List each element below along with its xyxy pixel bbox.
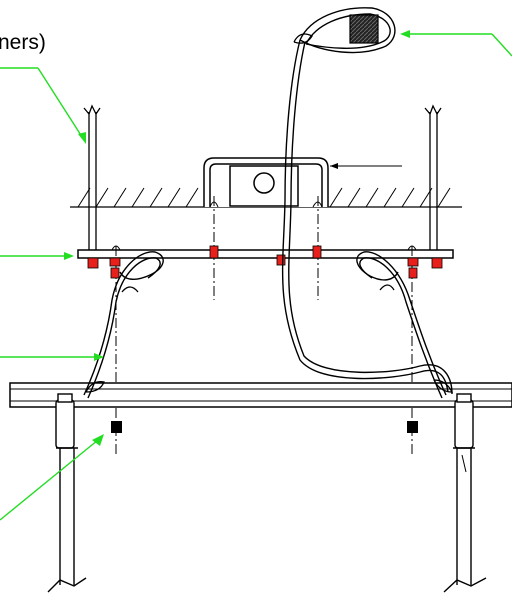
center-lines [115,196,413,455]
ceiling-anchor-bracket [203,157,329,207]
right-safety-cable [356,251,454,399]
left-support-post [47,393,87,593]
left-threaded-rod [83,104,101,256]
leader-lines [0,30,512,521]
right-threaded-rod [424,104,442,256]
left-safety-cable [83,251,164,399]
horizontal-channel-plate [77,249,454,259]
top-bolts [111,201,417,251]
right-support-post [443,393,487,593]
right-weight-block [407,421,418,433]
bracket-arrow-head [330,163,338,169]
tag-plate [349,14,379,44]
left-weight-block [111,421,122,433]
red-nuts [87,245,443,279]
lower-beam [9,382,512,408]
center-safety-cable [281,7,453,395]
label-top-left: ners) [0,31,46,54]
